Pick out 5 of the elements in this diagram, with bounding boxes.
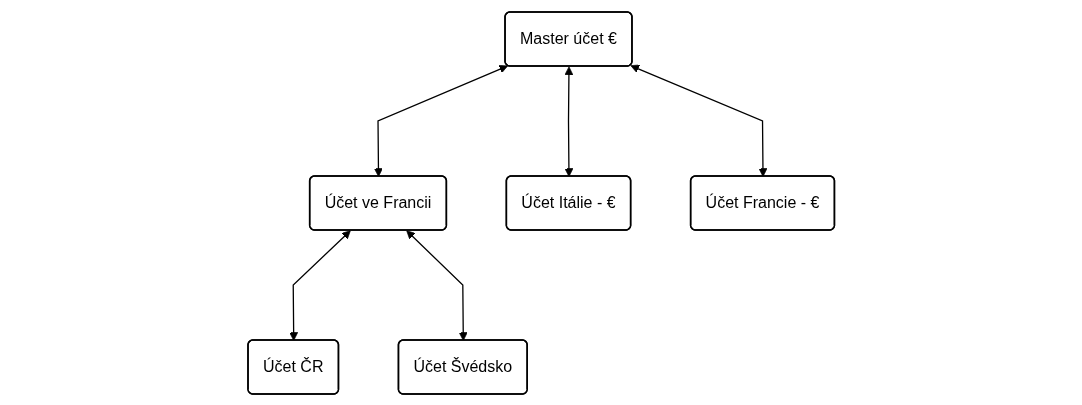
arrow bbox=[289, 229, 351, 341]
arrow bbox=[373, 64, 508, 177]
arrow bbox=[564, 66, 574, 177]
arrow bbox=[406, 229, 468, 341]
arrow bbox=[630, 64, 768, 177]
